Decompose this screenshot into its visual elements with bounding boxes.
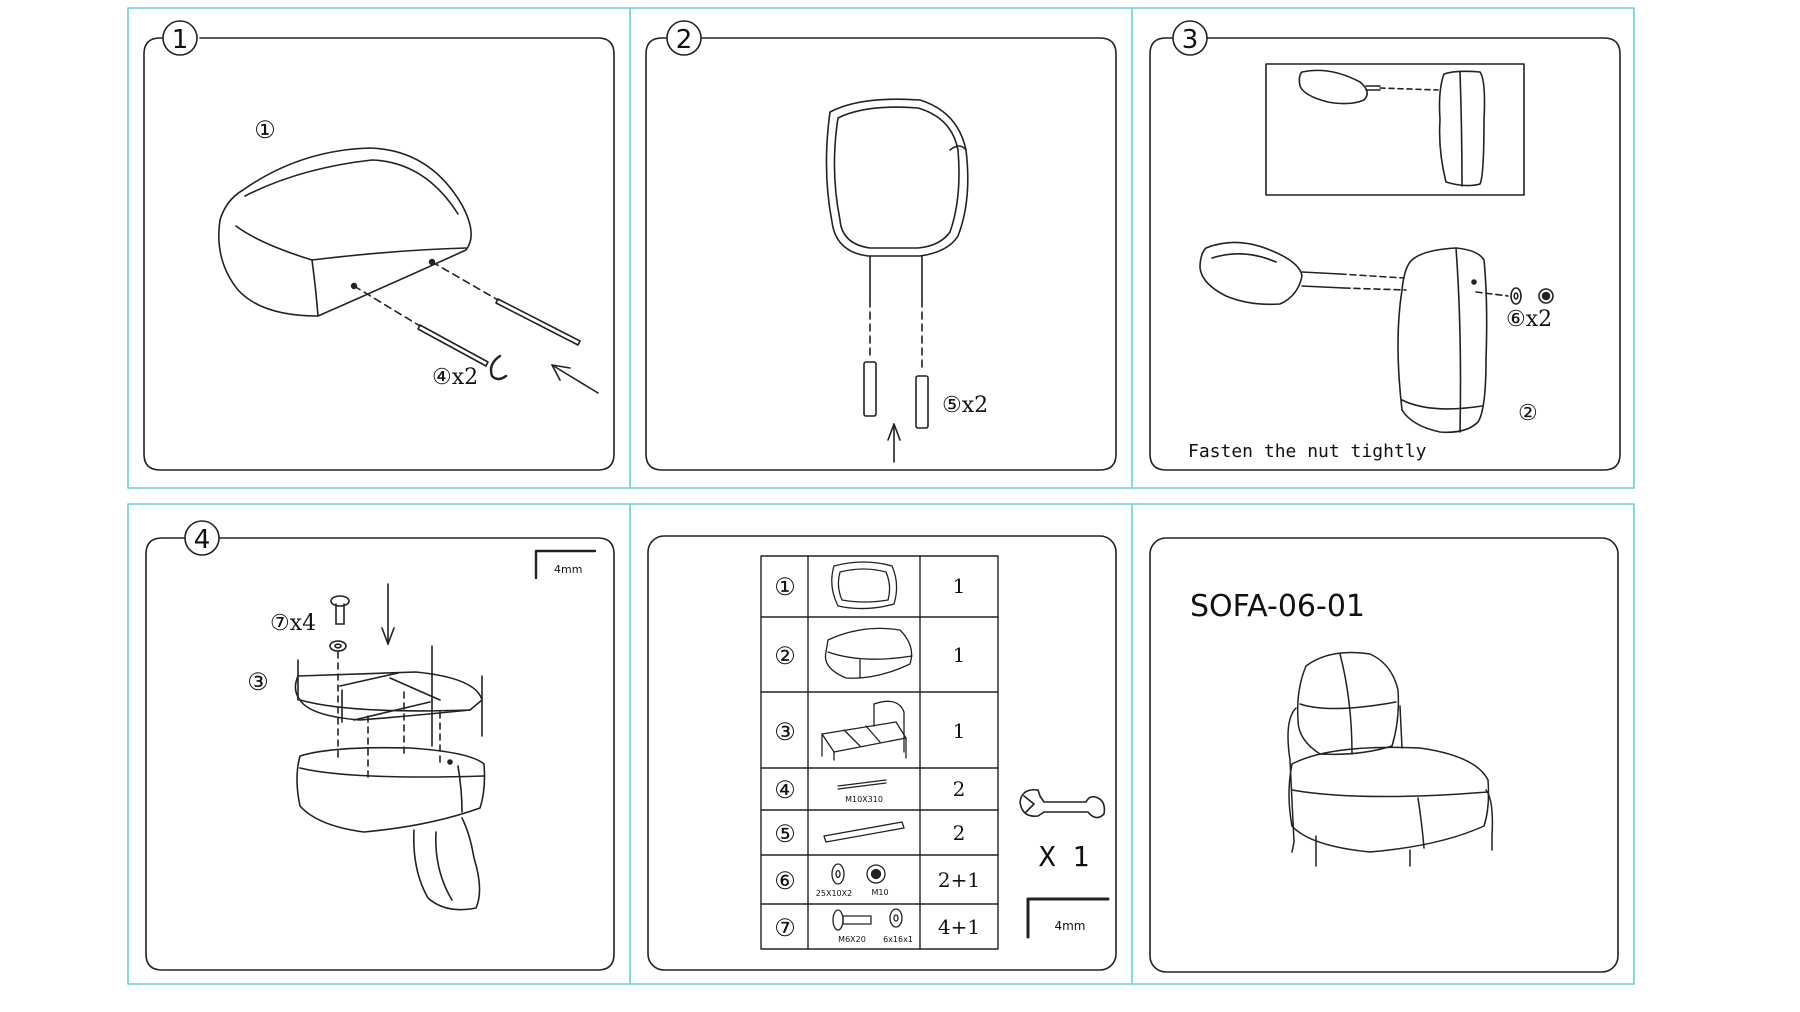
- bolt-drawing: [353, 261, 581, 381]
- headrest-posts: [869, 255, 923, 373]
- panel-grid: [127, 7, 1635, 985]
- step-4-number-circle: [184, 520, 220, 556]
- part-1-thumbnail: [831, 561, 898, 610]
- step-3-number-circle: [1172, 20, 1208, 56]
- step-3-frame: [1149, 37, 1621, 471]
- part-quantity: 1: [953, 643, 966, 667]
- part-5-thumbnail: [823, 821, 905, 843]
- wrench-icon: [1019, 788, 1106, 819]
- parts-panel-frame: [647, 535, 1117, 971]
- backrest-drawing: [1397, 247, 1488, 434]
- step-2-panel: 2 ⑤x2: [645, 20, 1117, 471]
- step-2-hardware-label: ⑤x2: [942, 393, 988, 418]
- step-4-frame: [145, 537, 615, 971]
- parts-row-ids: ① ② ③ ④ ⑤ ⑥ ⑦: [774, 573, 796, 942]
- product-panel: SOFA-06-01: [1149, 537, 1619, 973]
- step-3-hardware-label: ⑥x2: [1506, 307, 1552, 332]
- product-model: SOFA-06-01: [1190, 589, 1365, 624]
- down-arrow: [381, 583, 395, 645]
- step-1-number: 1: [172, 25, 189, 55]
- part-quantity: 1: [953, 574, 966, 598]
- step-1-hardware-label: ④x2: [432, 365, 478, 390]
- allen-wrench-icon: [1026, 897, 1110, 939]
- headrest-drawing: [825, 98, 969, 257]
- step-1-number-circle: [162, 20, 198, 56]
- headrest-with-posts-drawing: [1199, 241, 1407, 306]
- top-row-frame: [127, 7, 1635, 489]
- part-quantity: 2: [953, 777, 966, 801]
- nut-washer-drawing: [1475, 287, 1554, 305]
- connector-tube-drawing: [863, 361, 929, 429]
- part-id: ⑥: [774, 867, 796, 895]
- step-2-number: 2: [676, 25, 693, 55]
- push-up-arrow: [887, 423, 901, 463]
- part-id: ⑦: [774, 914, 796, 942]
- step-4-number: 4: [194, 525, 211, 555]
- product-panel-frame: [1149, 537, 1619, 973]
- step-1-frame: [143, 37, 615, 471]
- part-quantity: 1: [953, 719, 966, 743]
- part-3-thumbnail: [821, 700, 907, 761]
- part-quantity: 2: [953, 821, 966, 845]
- step-3-part-label: ②: [1518, 401, 1538, 426]
- allen-wrench-label: 4mm: [1054, 919, 1085, 933]
- step-4-panel: 4 4mm ⑦x4 ③: [145, 520, 615, 971]
- step-4-tool-label: 4mm: [554, 563, 582, 576]
- part-4-spec: M10X310: [845, 795, 883, 804]
- alignment-guides: [337, 651, 441, 781]
- part-quantity: 4+1: [938, 915, 980, 939]
- part-id: ①: [774, 573, 796, 601]
- part-6-spec-b: M10: [871, 888, 888, 897]
- part-6-thumbnail: [831, 863, 886, 885]
- step-1-part-label: ①: [254, 116, 276, 144]
- step-4-part-label: ③: [247, 668, 269, 696]
- parts-table: [760, 555, 999, 950]
- part-id: ④: [774, 776, 796, 804]
- bottom-row-frame: [127, 503, 1635, 985]
- allen-key-icon: [534, 549, 597, 580]
- part-quantity: 2+1: [938, 868, 980, 892]
- wrench-quantity: X 1: [1039, 840, 1090, 873]
- step-3-panel: 3: [1149, 20, 1621, 471]
- part-id: ②: [774, 642, 796, 670]
- finished-chair-drawing: [1287, 651, 1494, 867]
- parts-row-quantities: 1 1 1 2 2 2+1 4+1: [938, 574, 980, 939]
- metal-frame-drawing: [294, 645, 483, 747]
- step-3-number: 3: [1182, 25, 1199, 55]
- part-4-thumbnail: [837, 779, 887, 790]
- seat-cushion-drawing: [218, 147, 472, 317]
- insert-direction-arrow: [551, 364, 599, 394]
- step-3-instruction: Fasten the nut tightly: [1188, 441, 1427, 462]
- part-id: ⑤: [774, 820, 796, 848]
- parts-panel: ① ② ③ ④ ⑤ ⑥ ⑦ 1 1 1 2 2 2+1 4+1: [647, 535, 1117, 971]
- part-2-thumbnail: [824, 627, 913, 679]
- part-id: ③: [774, 718, 796, 746]
- part-7-spec-b: 6x16x1: [883, 935, 913, 944]
- part-6-spec-a: 25X10X2: [816, 889, 852, 898]
- step-1-panel: 1 ① ④x2: [143, 20, 615, 471]
- part-7-thumbnail: [832, 908, 903, 931]
- step-2-number-circle: [666, 20, 702, 56]
- inverted-seat-drawing: [296, 746, 486, 911]
- part-7-spec-a: M6X20: [838, 935, 866, 944]
- step-4-hardware-label: ⑦x4: [270, 611, 316, 636]
- detail-inset: [1265, 63, 1525, 196]
- step-2-frame: [645, 37, 1117, 471]
- screw-washer-drawing: [329, 595, 350, 652]
